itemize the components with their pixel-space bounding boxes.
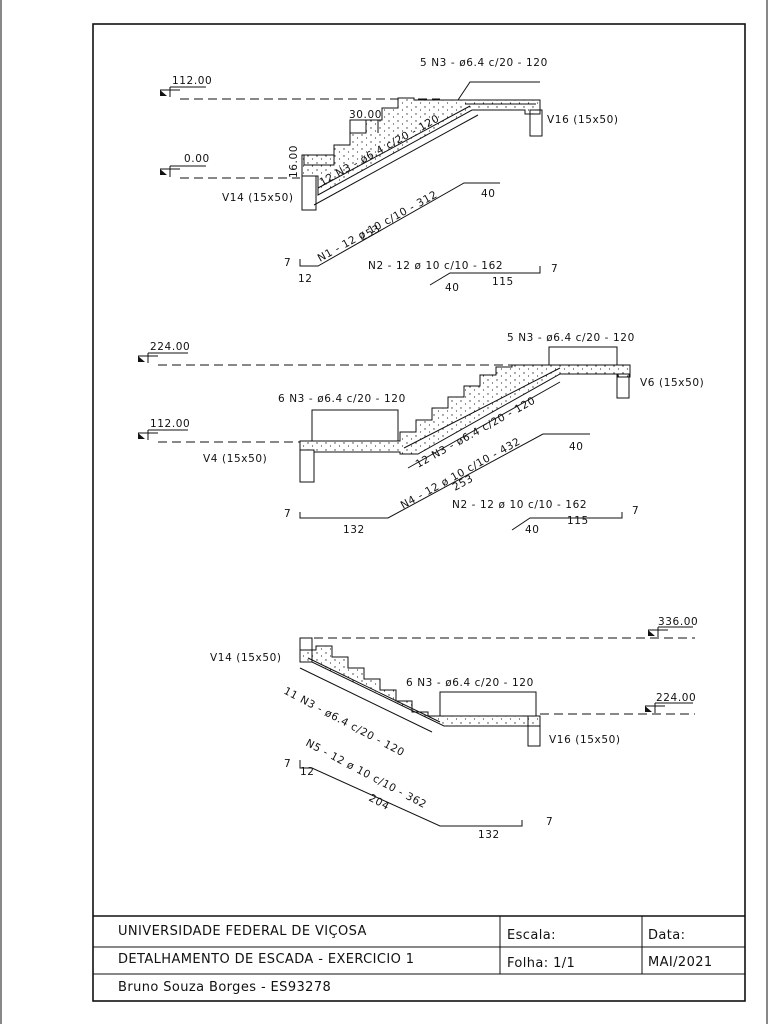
tread-label: 30.00 xyxy=(349,109,382,121)
stair-section-3: 336.00 224.00 V14 (15x50) 6 N3 - ø6.4 c/… xyxy=(210,616,698,841)
level-marker-112: 112.00 xyxy=(160,75,212,97)
level-marker-224-b: 224.00 xyxy=(645,692,696,713)
sheet-label: Folha: 1/1 xyxy=(507,956,575,971)
beam-v16 xyxy=(529,109,543,137)
rebar-n5-shape xyxy=(299,760,523,827)
level-marker-112-b: 112.00 xyxy=(138,418,190,440)
beam-left-label: V14 (15x50) xyxy=(210,652,282,664)
stair-flight xyxy=(299,638,541,727)
landing-rebar-box xyxy=(311,409,399,443)
rebar-n3-top-label: 5 N3 - ø6.4 c/20 - 120 xyxy=(420,57,548,69)
level-label: 224.00 xyxy=(656,692,696,704)
rebar-n2-shape xyxy=(511,512,623,531)
rebar-n5-label: N5 - 12 ø 10 c/10 - 362 xyxy=(304,737,429,811)
beam-left-label: V4 (15x50) xyxy=(203,453,267,465)
rebar-n4-shape xyxy=(299,433,590,519)
landing-rebar-box xyxy=(439,691,537,717)
beam-v16 xyxy=(527,715,541,747)
rebar-n2-hook: 7 xyxy=(551,263,558,275)
beam-v14 xyxy=(301,175,317,211)
beam-right-label: V16 (15x50) xyxy=(547,114,619,126)
rebar-n3-top-label: 5 N3 - ø6.4 c/20 - 120 xyxy=(507,332,635,344)
rebar-n5-start: 12 xyxy=(300,766,315,778)
rebar-diag-lower xyxy=(407,381,561,469)
rebar-n3-landing-label: 6 N3 - ø6.4 c/20 - 120 xyxy=(278,393,406,405)
rebar-n2-label: N2 - 12 ø 10 c/10 - 162 xyxy=(368,260,503,272)
level-marker-0: 0.00 xyxy=(160,153,210,177)
rebar-n2-shape xyxy=(429,266,541,286)
rebar-n5-hook: 7 xyxy=(284,758,291,770)
rebar-n2-label: N2 - 12 ø 10 c/10 - 162 xyxy=(452,499,587,511)
tread-box xyxy=(349,119,379,145)
rebar-n4-end: 40 xyxy=(569,441,584,453)
rebar-n1-end: 40 xyxy=(481,188,496,200)
rebar-diag xyxy=(307,657,441,723)
rebar-n5-end-hook: 7 xyxy=(546,816,553,828)
top-rebar-box xyxy=(548,346,618,368)
level-marker-224: 224.00 xyxy=(138,341,190,363)
riser-label: 16.00 xyxy=(288,145,300,178)
level-marker-336: 336.00 xyxy=(648,616,698,637)
university-name: UNIVERSIDADE FEDERAL DE VIÇOSA xyxy=(118,924,367,939)
stair-section-2: 224.00 112.00 5 N3 - ø6.4 c/20 - 120 6 N… xyxy=(138,332,704,536)
beam-v4 xyxy=(299,449,315,483)
rebar-n4-hook: 7 xyxy=(284,508,291,520)
rebar-n2-length: 115 xyxy=(492,276,514,288)
rebar-n2-hook: 7 xyxy=(632,505,639,517)
stair-flight-and-landing xyxy=(299,364,631,455)
beam-v6 xyxy=(616,373,630,399)
beam-right-label: V6 (15x50) xyxy=(640,377,704,389)
author: Bruno Souza Borges - ES93278 xyxy=(118,980,331,995)
date-value: MAI/2021 xyxy=(648,955,713,970)
rebar-diag xyxy=(317,105,471,189)
drawing-title: DETALHAMENTO DE ESCADA - EXERCICIO 1 xyxy=(118,952,414,967)
level-label: 112.00 xyxy=(172,75,212,87)
leader-line xyxy=(457,81,540,101)
rebar-n4-foot: 132 xyxy=(343,524,365,536)
first-step-box xyxy=(303,155,335,166)
rebar-n1-hook: 7 xyxy=(284,257,291,269)
rebar-n3-landing-label: 6 N3 - ø6.4 c/20 - 120 xyxy=(406,677,534,689)
rebar-diag-lower xyxy=(299,667,433,733)
date-label: Data: xyxy=(648,928,685,943)
rebar-n5-foot: 132 xyxy=(478,829,500,841)
rebar-n1-shape xyxy=(299,182,500,267)
stair-section-1: 112.00 0.00 5 N3 - ø6.4 c/20 - 120 30.00… xyxy=(160,57,619,294)
rebar-n1-foot: 12 xyxy=(298,273,313,285)
rebar-n2-start: 40 xyxy=(525,524,540,536)
beam-right-label: V16 (15x50) xyxy=(549,734,621,746)
beam-v14 xyxy=(299,637,313,663)
level-label: 112.00 xyxy=(150,418,190,430)
rebar-n5-length: 204 xyxy=(367,792,392,813)
scale-label: Escala: xyxy=(507,928,556,943)
drawing-frame xyxy=(92,23,746,1002)
title-block: UNIVERSIDADE FEDERAL DE VIÇOSA Escala: D… xyxy=(93,915,745,995)
rebar-diag-lower xyxy=(313,114,479,206)
level-label: 224.00 xyxy=(150,341,190,353)
rebar-n2-length: 115 xyxy=(567,515,589,527)
level-label: 336.00 xyxy=(658,616,698,628)
rebar-diag xyxy=(403,367,561,449)
rebar-n2-start: 40 xyxy=(445,282,460,294)
level-label: 0.00 xyxy=(184,153,210,165)
beam-left-label: V14 (15x50) xyxy=(222,192,294,204)
